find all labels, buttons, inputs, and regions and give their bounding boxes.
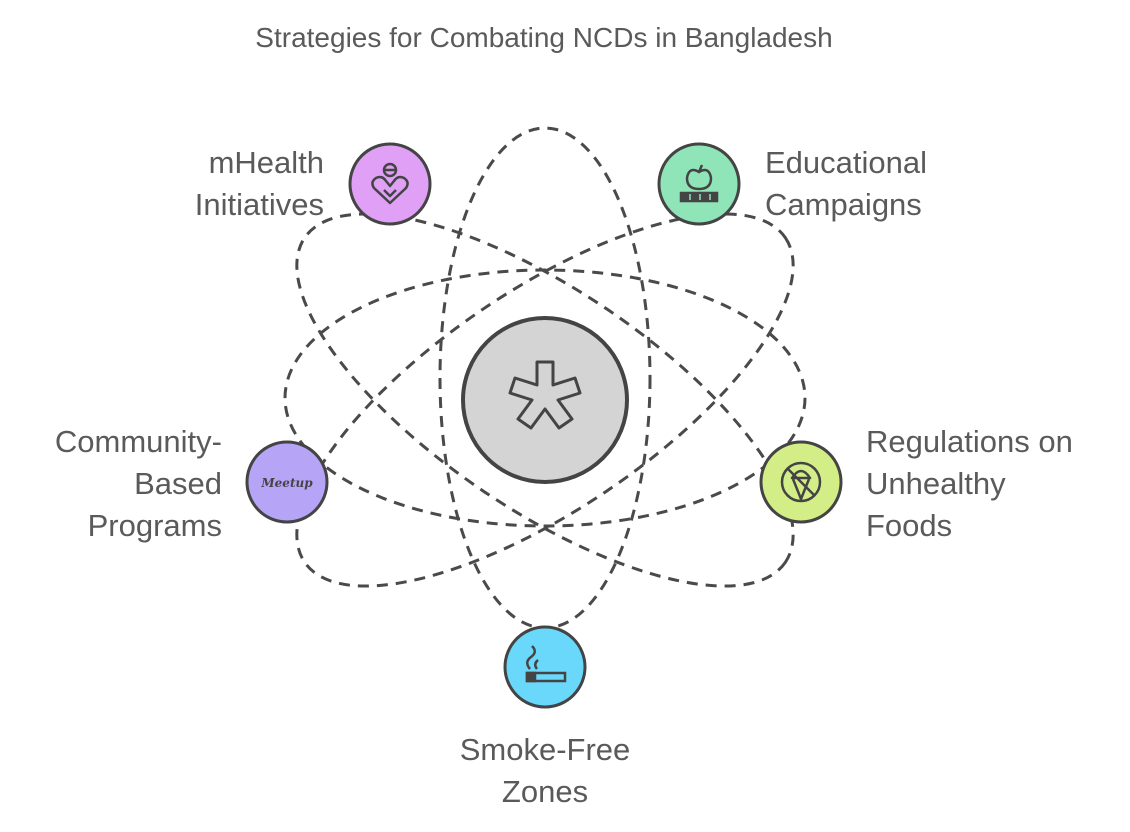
node-mhealth xyxy=(348,142,432,226)
label-educational: Educational Campaigns xyxy=(765,142,927,226)
label-line: Regulations on xyxy=(866,424,1073,459)
medical-star-icon xyxy=(508,360,582,430)
label-regulations: Regulations on Unhealthy Foods xyxy=(866,421,1073,547)
diagram-title: Strategies for Combating NCDs in Banglad… xyxy=(255,22,833,53)
node-community: Meetup xyxy=(245,440,329,524)
label-line: Community- xyxy=(54,424,222,459)
orbit-diagonal-a xyxy=(295,212,795,588)
label-line: Foods xyxy=(866,508,953,543)
apple-books-icon xyxy=(679,164,719,203)
label-line: mHealth xyxy=(208,145,324,180)
meetup-icon: Meetup xyxy=(260,476,313,490)
label-line: Programs xyxy=(87,508,222,543)
label-line: Zones xyxy=(501,774,589,809)
heart-person-icon xyxy=(371,162,409,205)
no-ice-cream-icon xyxy=(780,461,822,503)
label-community: Community- Based Programs xyxy=(55,421,222,547)
center-hub xyxy=(461,316,629,484)
label-mhealth: mHealth Initiatives xyxy=(195,142,324,226)
label-smoke: Smoke-Free Zones xyxy=(420,729,670,813)
cigarette-icon xyxy=(525,645,567,683)
node-regulations xyxy=(759,440,843,524)
label-line: Educational xyxy=(765,145,928,180)
label-line: Initiatives xyxy=(194,187,324,222)
label-line: Smoke-Free xyxy=(459,732,631,767)
node-educational xyxy=(657,142,741,226)
label-line: Campaigns xyxy=(765,187,922,222)
label-line: Based xyxy=(134,466,222,501)
node-smoke xyxy=(503,625,587,709)
orbit-diagonal-b xyxy=(295,212,795,588)
label-line: Unhealthy xyxy=(866,466,1006,501)
